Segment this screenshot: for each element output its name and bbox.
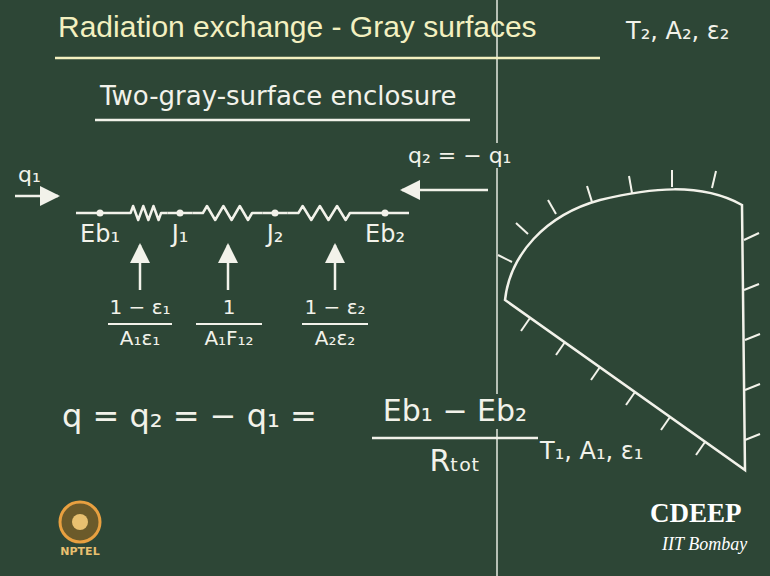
fraction-bar	[108, 323, 172, 325]
node-label: Eb₁	[80, 221, 120, 249]
subtitle: Two-gray-surface enclosure	[100, 82, 456, 112]
pointer-arrow	[227, 245, 230, 290]
equation-text: q = q₂ = − q₁ =	[62, 398, 317, 435]
heat-flow-arrow	[15, 195, 58, 198]
flow-label: q₁	[18, 162, 41, 187]
node-label: J₁	[172, 221, 189, 249]
node-label: Eb₂	[365, 221, 405, 249]
resistance-term: 1 − ε₁	[109, 296, 170, 319]
potential-node: Eb₁	[76, 207, 124, 249]
watermark: IIT Bombay	[662, 534, 747, 555]
resistance-term: 1	[223, 296, 236, 319]
resistor-connector	[124, 206, 168, 220]
pointer-arrow	[139, 245, 142, 290]
junction-dot	[176, 210, 183, 217]
potential-node: Eb₂	[361, 207, 409, 249]
board-title: Radiation exchange - Gray surfaces	[58, 10, 537, 45]
resistor-connector	[192, 206, 262, 220]
title-underline	[55, 57, 600, 60]
enclosure-outline	[505, 189, 745, 470]
junction-dot	[271, 210, 278, 217]
heat-flow-arrow	[402, 189, 488, 192]
node-label: J₂	[267, 221, 284, 249]
junction-dot	[97, 210, 104, 217]
fraction-bar	[196, 323, 262, 325]
resistor-connector	[287, 206, 361, 220]
pointer-arrow	[334, 245, 337, 290]
resistance-term: A₁F₁₂	[204, 327, 253, 350]
flow-label: q₂ = − q₁	[405, 143, 514, 168]
potential-node: J₂	[263, 207, 288, 249]
resistance-term: A₁ε₁	[120, 327, 161, 350]
resistance-term: 1 − ε₂	[304, 296, 365, 319]
equation-denominator: Rₜₒₜ	[430, 444, 481, 479]
junction-dot	[382, 210, 389, 217]
fraction-bar	[372, 437, 538, 440]
potential-node: J₁	[168, 207, 193, 249]
subtitle-underline	[95, 119, 470, 122]
watermark: CDEEP	[650, 498, 742, 529]
surface-hatching	[498, 170, 760, 455]
logo-text: NPTEL	[60, 546, 99, 559]
surface-properties: T₂, A₂, ε₂	[626, 18, 729, 46]
divider-line	[496, 0, 498, 576]
resistance-term: A₂ε₂	[315, 327, 356, 350]
surface-properties: T₁, A₁, ε₁	[540, 438, 643, 466]
nptel-logo	[60, 502, 100, 542]
fraction-bar	[302, 323, 368, 325]
equation-numerator: Eb₁ − Eb₂	[380, 394, 530, 429]
